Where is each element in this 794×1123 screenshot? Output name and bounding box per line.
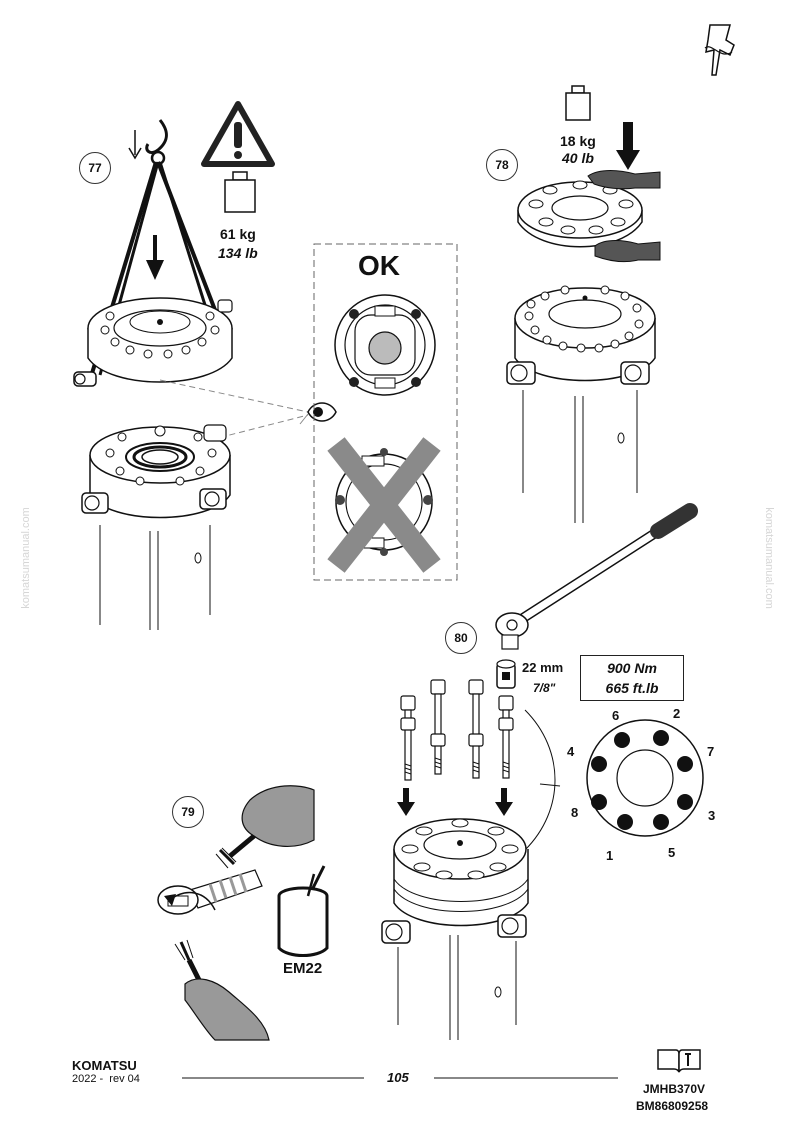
bolt-number-5: 5 xyxy=(668,845,676,860)
torque-spec-box: 900 Nm 665 ft.lb xyxy=(580,655,684,701)
step-79-badge: 79 xyxy=(172,796,204,828)
hand-brush-top xyxy=(215,785,315,869)
weight-icon-78 xyxy=(565,85,591,121)
bracket-curve xyxy=(524,709,561,851)
step-80-badge: 80 xyxy=(445,622,477,654)
bolt-number-2: 2 xyxy=(673,706,681,721)
socket-22mm-icon xyxy=(496,659,516,689)
ok-label: OK xyxy=(358,250,400,281)
bolt-number-7: 7 xyxy=(707,744,715,759)
weight-kg-78: 18 kg xyxy=(560,133,596,149)
product-em22: EM22 xyxy=(283,960,323,977)
base-assembly-80 xyxy=(381,818,529,1040)
lifted-flange-part xyxy=(73,297,233,387)
base-assembly-77 xyxy=(81,424,231,630)
bolts-set xyxy=(400,679,514,781)
wrench-size-mm: 22 mm xyxy=(522,660,564,675)
bolt-number-6: 6 xyxy=(612,708,620,723)
footer-year-rev: 2022 - rev 04 xyxy=(72,1073,140,1085)
footer-rule-left xyxy=(182,1077,364,1079)
footer-rule-right xyxy=(434,1077,618,1079)
bolt-sequence-diagram xyxy=(586,719,704,837)
base-assembly-78 xyxy=(506,285,656,523)
down-arrow-78 xyxy=(616,122,640,170)
step-77-badge: 77 xyxy=(79,152,111,184)
hammer-corner-icon xyxy=(704,24,735,76)
flange-with-hands xyxy=(517,170,661,263)
eye-icon xyxy=(307,402,337,422)
watermark-right: komatsumanual.com xyxy=(762,507,775,609)
bolt-number-4: 4 xyxy=(567,744,575,759)
weight-icon-77 xyxy=(224,171,256,213)
bolt-number-3: 3 xyxy=(708,808,716,823)
bolt-number-8: 8 xyxy=(571,805,579,820)
ok-correct-view xyxy=(334,294,436,396)
torque-ftlb: 665 ft.lb xyxy=(605,680,659,696)
curved-arrow-79 xyxy=(164,891,216,911)
footer-page-number: 105 xyxy=(387,1070,409,1085)
manual-book-wrench-icon xyxy=(657,1049,701,1073)
down-arrows-80 xyxy=(397,788,513,816)
footer-brand: KOMATSU xyxy=(72,1058,137,1073)
torque-wrench-icon xyxy=(495,503,698,650)
wrench-size-in: 7/8" xyxy=(533,681,556,695)
step-78-badge: 78 xyxy=(486,149,518,181)
footer-doc-code-2: BM86809258 xyxy=(636,1099,709,1113)
grease-pot-icon xyxy=(277,865,329,957)
not-ok-wrong-view xyxy=(327,437,441,573)
hand-brush-bottom xyxy=(174,939,270,1041)
watermark-left: komatsumanual.com xyxy=(19,507,32,609)
weight-lb-77: 134 lb xyxy=(218,245,258,261)
footer-doc-code-1: JMHB370V xyxy=(643,1082,706,1096)
warning-triangle-icon xyxy=(201,101,275,167)
weight-kg-77: 61 kg xyxy=(220,226,256,242)
weight-lb-78: 40 lb xyxy=(562,150,594,166)
torque-nm: 900 Nm xyxy=(607,660,657,676)
inspection-dashed-frame xyxy=(313,243,458,581)
bolt-number-1: 1 xyxy=(606,848,614,863)
